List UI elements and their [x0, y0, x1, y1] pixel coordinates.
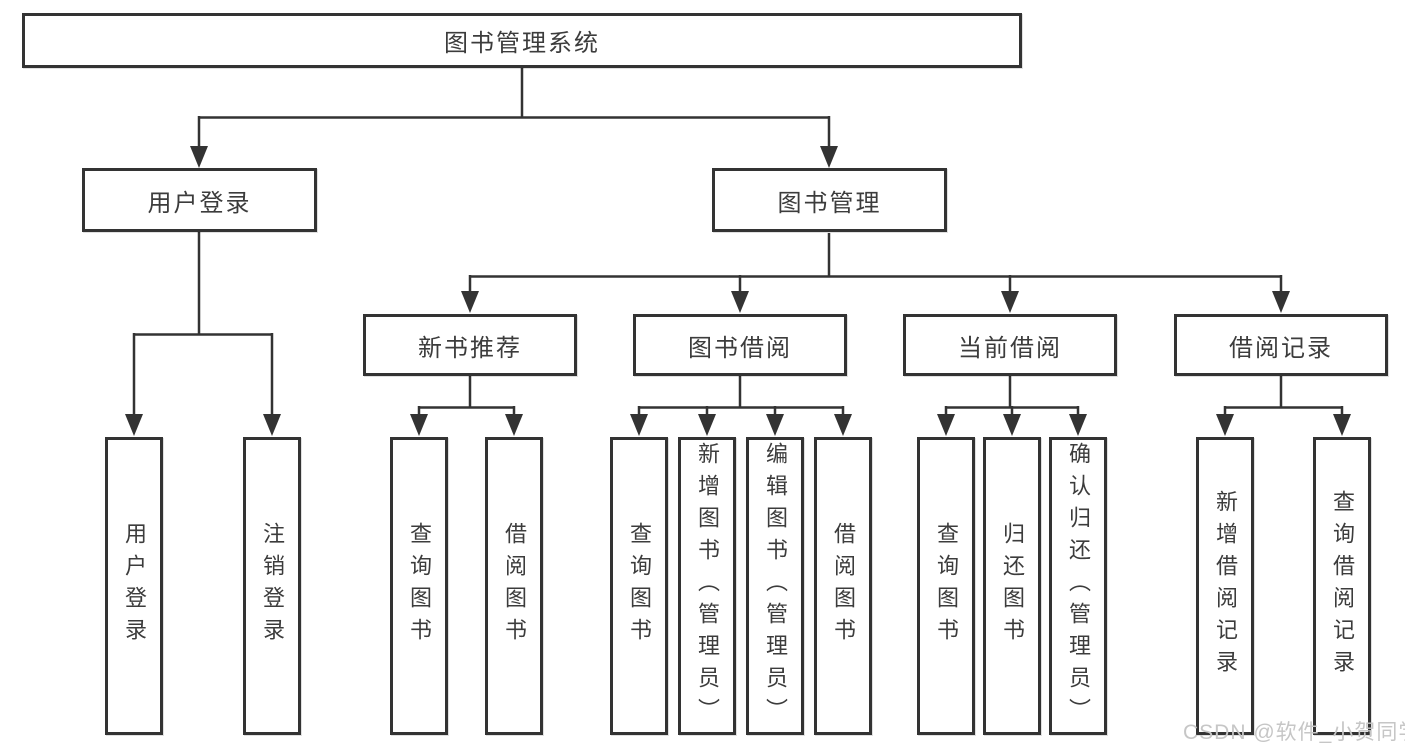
leaf-add-book-admin: 新增图书（管理员）: [678, 437, 736, 735]
leaf-edit-book-admin: 编辑图书（管理员）: [746, 437, 804, 735]
leaf-return-books: 归还图书: [983, 437, 1041, 735]
node-borrowing-records: 借阅记录: [1174, 314, 1388, 376]
node-book-management: 图书管理: [712, 168, 947, 232]
node-label: 图书管理系统: [444, 30, 600, 57]
node-label: 借阅图书: [831, 522, 856, 650]
node-label: 查询借阅记录: [1330, 490, 1355, 682]
node-label: 查询图书: [627, 522, 652, 650]
node-label: 查询图书: [934, 522, 959, 650]
node-label: 图书管理: [777, 189, 882, 217]
leaf-search-borrow-record: 查询借阅记录: [1313, 437, 1371, 735]
node-current-borrowing: 当前借阅: [903, 314, 1117, 376]
leaf-borrow-books-borrowing: 借阅图书: [814, 437, 872, 735]
leaf-search-books-borrowing: 查询图书: [610, 437, 668, 735]
node-label: 注销登录: [260, 522, 285, 650]
node-label: 查询图书: [407, 522, 432, 650]
leaf-user-login: 用户登录: [105, 437, 163, 735]
node-label: 用户登录: [122, 522, 147, 650]
node-user-login: 用户登录: [82, 168, 317, 232]
node-label: 编辑图书（管理员）: [763, 442, 788, 730]
node-label: 图书借阅: [688, 334, 792, 362]
leaf-borrow-books-newbook: 借阅图书: [485, 437, 543, 735]
leaf-confirm-return-admin: 确认归还（管理员）: [1049, 437, 1107, 735]
node-label: 新书推荐: [418, 334, 522, 362]
node-label: 当前借阅: [958, 334, 1062, 362]
node-label: 新增借阅记录: [1213, 490, 1238, 682]
csdn-watermark: CSDN @软件_小贺同学: [1183, 721, 1405, 744]
leaf-logout: 注销登录: [243, 437, 301, 735]
node-label: 借阅图书: [502, 522, 527, 650]
node-new-book-recommendation: 新书推荐: [363, 314, 577, 376]
node-label: 归还图书: [1000, 522, 1025, 650]
node-label: 用户登录: [147, 189, 252, 217]
node-label: 新增图书（管理员）: [695, 442, 720, 730]
node-label: 借阅记录: [1229, 334, 1333, 362]
node-book-borrowing: 图书借阅: [633, 314, 847, 376]
node-library-system-root: 图书管理系统: [22, 13, 1022, 68]
leaf-search-books-newbook: 查询图书: [390, 437, 448, 735]
leaf-add-borrow-record: 新增借阅记录: [1196, 437, 1254, 735]
node-label: 确认归还（管理员）: [1066, 442, 1091, 730]
leaf-search-books-current: 查询图书: [917, 437, 975, 735]
